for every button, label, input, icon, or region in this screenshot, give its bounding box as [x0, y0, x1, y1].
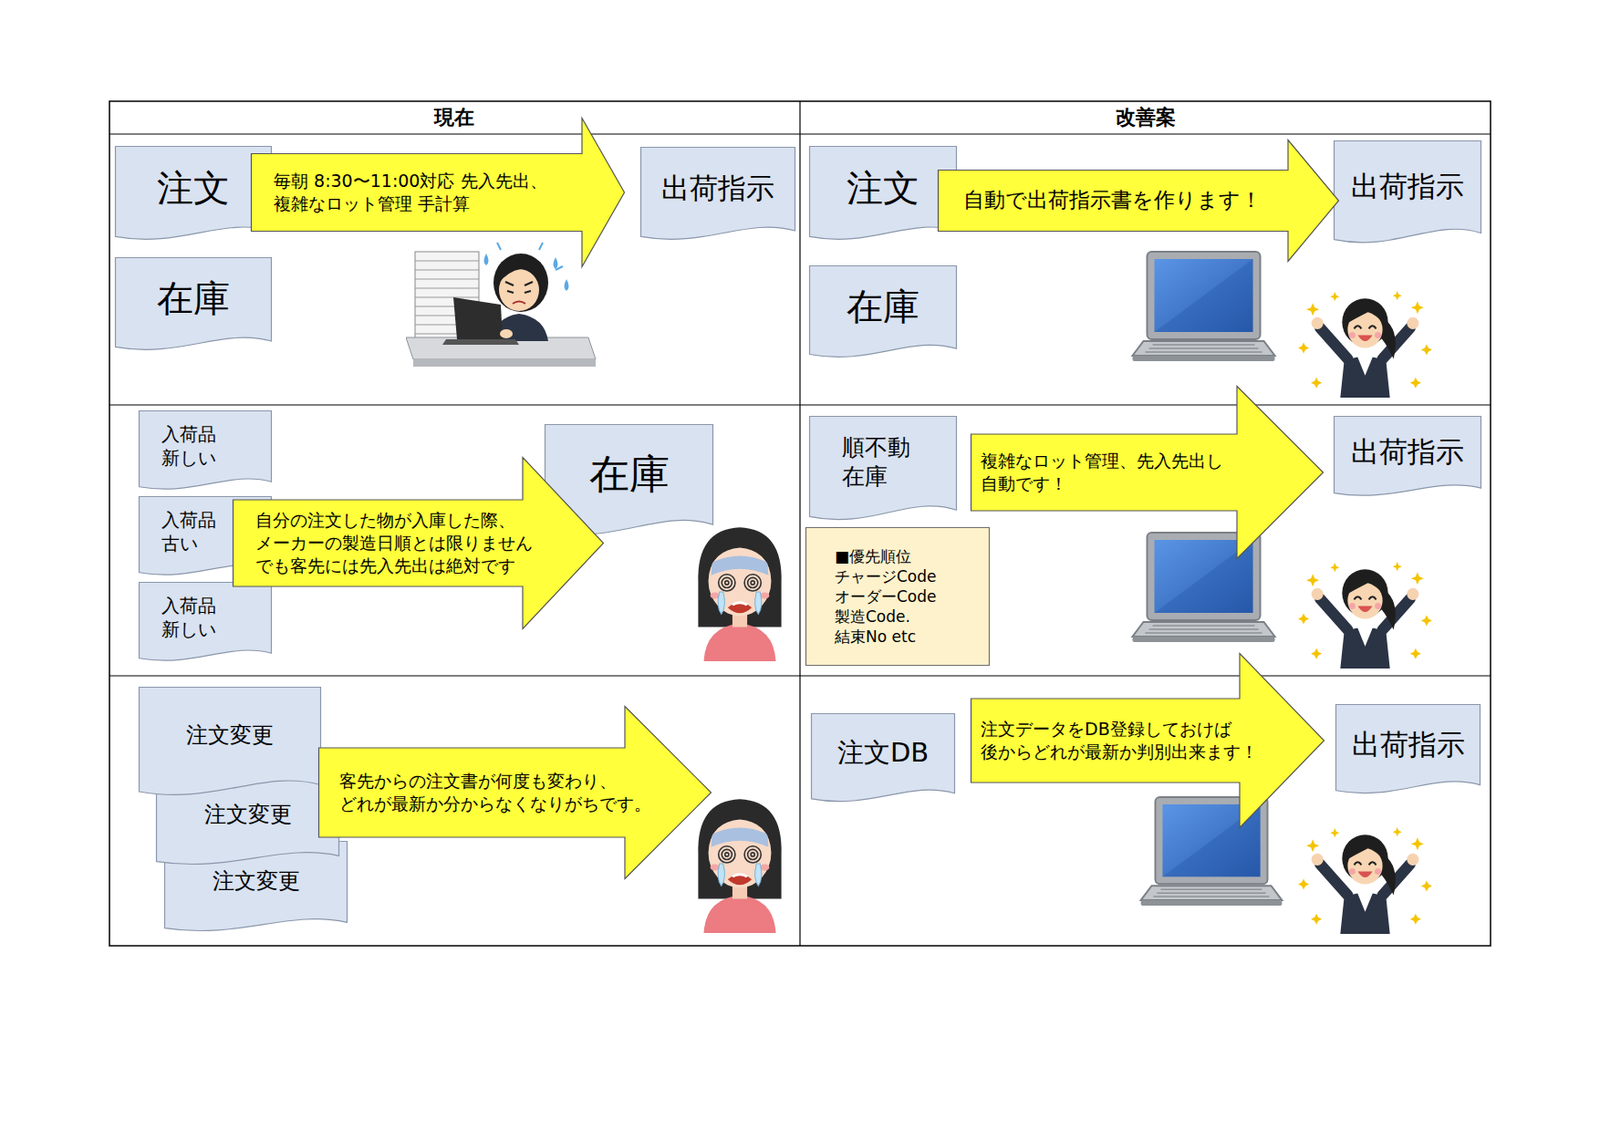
- document-box: 入荷品 新しい: [138, 581, 272, 665]
- row-rule: [109, 404, 1491, 406]
- note-text: ■優先順位 チャージCode オーダーCode 製造Code. 結束No etc: [834, 546, 954, 647]
- box-text: 注文変更: [186, 721, 274, 750]
- document-shape-outline: [1334, 416, 1482, 497]
- document-box: 在庫: [114, 257, 272, 355]
- document-shape-outline: [115, 146, 272, 240]
- box-text: 出荷指示: [1351, 726, 1465, 763]
- arrow-text: 自分の注文した物が入庫した際、メーカーの製造日順とは限りません でも客先には先入…: [255, 509, 543, 577]
- laptop-icon: [1141, 797, 1283, 906]
- document-box: 注文DB: [810, 713, 956, 807]
- crying-worker: [697, 799, 781, 934]
- column-rule: [799, 101, 800, 946]
- box-text: 入荷品 古い: [161, 508, 235, 556]
- document-shape-outline: [156, 775, 340, 865]
- box-text: 在庫: [589, 447, 670, 500]
- box-text: 順不動 在庫: [841, 433, 934, 493]
- column-header: 現在: [434, 103, 475, 132]
- document-box: 出荷指示: [1335, 704, 1481, 799]
- arrow-text: 客先からの注文書が何度も変わり、どれが最新か分からなくなりがちです。: [339, 769, 661, 815]
- box-text: 注文変更: [204, 800, 292, 830]
- block-arrow: 自分の注文した物が入庫した際、メーカーの製造日順とは限りません でも客先には先入…: [232, 457, 604, 630]
- box-text: 在庫: [846, 282, 920, 331]
- document-box: 在庫: [809, 265, 957, 363]
- worried-worker: [405, 242, 596, 367]
- arrow-shape-outline: [971, 386, 1324, 560]
- box-text: 注文DB: [837, 736, 929, 771]
- arrow-text: 注文データをDB登録しておけば 後からどれが最新か判別出来ます！: [980, 717, 1287, 763]
- document-shape-outline: [165, 841, 348, 932]
- row-rule: [109, 675, 1491, 676]
- note-shape-outline: [806, 528, 990, 666]
- document-box: 出荷指示: [640, 146, 796, 245]
- box-text: 在庫: [156, 274, 230, 323]
- block-arrow: 毎朝 8:30〜11:00対応 先入先出、複雑なロット管理 手計算: [250, 117, 625, 268]
- document-shape-outline: [115, 258, 272, 351]
- box-text: 入荷品 新しい: [161, 422, 235, 470]
- document-shape-outline: [139, 687, 322, 796]
- document-box: 注文変更: [138, 686, 322, 801]
- box-text: 入荷品 新しい: [161, 593, 235, 642]
- laptop-icon: [1132, 251, 1276, 362]
- column-header: 改善案: [1115, 103, 1176, 132]
- laptop-icon: [1132, 532, 1276, 643]
- block-arrow: 客先からの注文書が何度も変わり、どれが最新か分からなくなりがちです。: [318, 706, 712, 880]
- box-text: 注文変更: [212, 867, 301, 896]
- document-box: 注文: [809, 145, 957, 245]
- box-text: 注文: [156, 164, 230, 212]
- crying-worker: [697, 527, 781, 662]
- arrow-shape-outline: [971, 654, 1325, 829]
- arrow-text: 毎朝 8:30〜11:00対応 先入先出、複雑なロット管理 手計算: [273, 169, 575, 215]
- arrow-text: 複雑なロット管理、先入先出し 自動です！: [980, 449, 1237, 495]
- arrow-shape: [970, 653, 1325, 829]
- document-shape-outline: [810, 146, 957, 240]
- document-shape-outline: [810, 266, 957, 358]
- arrow-shape-outline: [251, 118, 625, 268]
- box-text: 出荷指示: [661, 169, 775, 207]
- arrow-shape: [970, 385, 1324, 560]
- document-shape-outline: [139, 411, 272, 490]
- document-shape-outline: [810, 416, 957, 520]
- document-box: 順不動 在庫: [809, 415, 957, 526]
- happy-worker: [1298, 561, 1433, 669]
- priority-note: ■優先順位 チャージCode オーダーCode 製造Code. 結束No etc: [805, 527, 990, 666]
- box-text: 注文: [846, 164, 920, 212]
- block-arrow: 注文データをDB登録しておけば 後からどれが最新か判別出来ます！: [970, 653, 1325, 829]
- document-shape-outline: [139, 582, 272, 662]
- arrow-shape: [318, 706, 712, 880]
- document-shape-outline: [1336, 705, 1481, 794]
- arrow-shape-outline: [938, 140, 1340, 262]
- arrow-shape: [250, 117, 625, 268]
- arrow-shape-outline: [319, 706, 712, 880]
- happy-worker: [1298, 827, 1433, 935]
- document-shape-outline: [811, 714, 956, 802]
- document-box: 出荷指示: [1333, 415, 1482, 500]
- document-shape-outline: [1334, 141, 1482, 243]
- arrow-text: 自動で出荷指示書を作ります！: [963, 187, 1292, 215]
- happy-worker: [1298, 290, 1433, 398]
- document-box: 出荷指示: [1333, 140, 1482, 249]
- box-text: 出荷指示: [1350, 167, 1465, 205]
- box-text: 出荷指示: [1350, 433, 1465, 470]
- document-shape-outline: [641, 147, 796, 240]
- block-arrow: 複雑なロット管理、先入先出し 自動です！: [970, 385, 1324, 560]
- document-box: 入荷品 新しい: [138, 410, 272, 494]
- block-arrow: 自動で出荷指示書を作ります！: [937, 139, 1340, 262]
- table-border: [109, 101, 1491, 946]
- document-box: 注文: [114, 145, 272, 245]
- document-shape-outline: [545, 425, 714, 536]
